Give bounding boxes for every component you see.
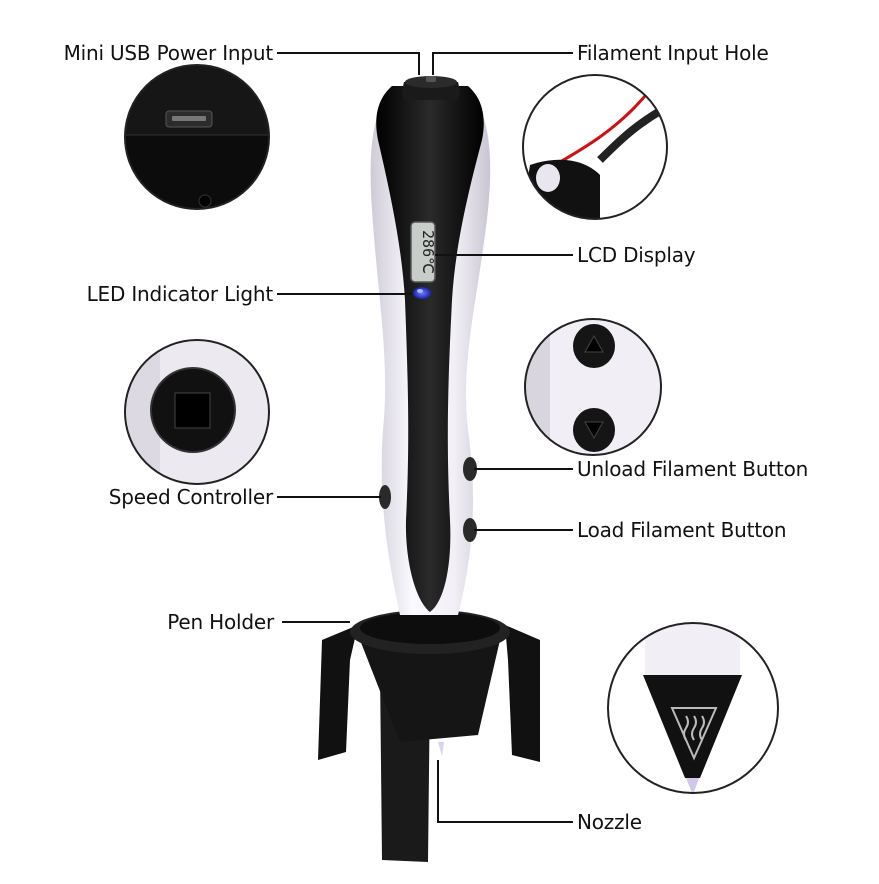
leader-filament-input — [432, 52, 573, 75]
label-nozzle: Nozzle — [577, 810, 642, 834]
label-speed-controller: Speed Controller — [108, 485, 273, 509]
zoom-filament-input — [522, 74, 668, 220]
lcd-display — [410, 221, 436, 283]
zoom-speed-controller — [124, 339, 270, 485]
zoom-buttons — [524, 318, 662, 456]
pen-holder — [318, 610, 540, 862]
triangle-up-icon — [584, 334, 604, 353]
label-load-filament-button: Load Filament Button — [577, 518, 787, 542]
heat-warning-icon — [670, 707, 718, 761]
label-unload-filament-button: Unload Filament Button — [577, 457, 809, 481]
triangle-down-icon — [584, 421, 604, 440]
zoom-mini-usb — [124, 64, 270, 210]
label-mini-usb-power-input: Mini USB Power Input — [63, 41, 274, 65]
unload-filament-button-on-pen — [463, 457, 477, 481]
label-led-indicator-light: LED Indicator Light — [86, 282, 274, 306]
led-indicator — [413, 287, 431, 299]
mini-usb-port-icon — [165, 110, 213, 128]
leader-mini-usb — [277, 52, 420, 75]
square-stop-icon — [174, 392, 211, 429]
leader-lines — [277, 52, 573, 823]
label-filament-input-hole: Filament Input Hole — [577, 41, 769, 65]
pen-body — [370, 76, 491, 615]
lcd-readout-text: 286℃ — [419, 230, 437, 274]
label-lcd-display: LCD Display — [577, 243, 696, 267]
label-pen-holder: Pen Holder — [167, 610, 274, 634]
load-filament-button-on-pen — [463, 518, 477, 542]
zoom-nozzle — [607, 622, 779, 794]
leader-nozzle — [437, 760, 573, 823]
speed-controller-on-pen — [379, 485, 391, 509]
